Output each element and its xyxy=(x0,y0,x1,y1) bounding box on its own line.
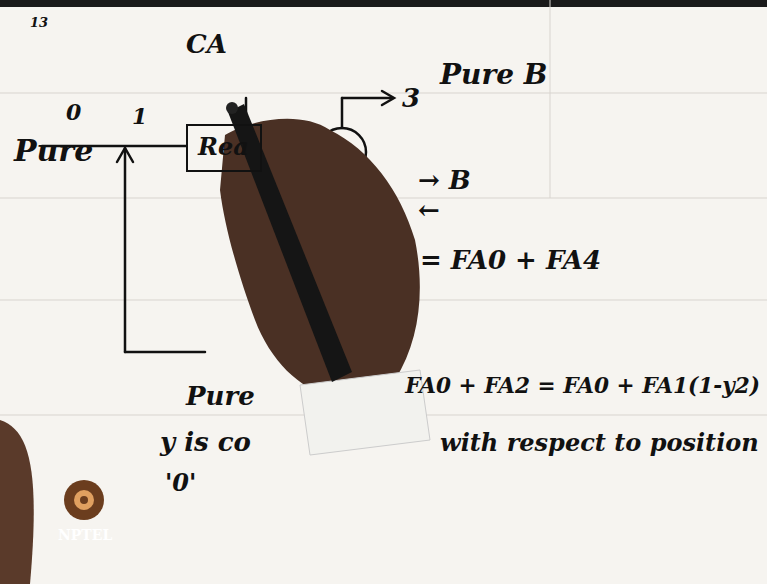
handwritten-note: Pure xyxy=(14,134,93,167)
handwritten-note: Pure B xyxy=(440,60,547,91)
handwritten-note: '0' xyxy=(165,470,196,496)
nptel-logo xyxy=(64,480,104,520)
presenter-hand xyxy=(0,119,430,584)
handwritten-note: CA xyxy=(186,30,227,59)
top-edge xyxy=(0,0,767,7)
node-text: Rea xyxy=(198,134,250,160)
handwritten-note: = FA0 + FA4 xyxy=(420,246,601,275)
handwritten-note: → B xyxy=(418,166,471,195)
handwritten-note: with respect to position xyxy=(440,430,759,456)
logo-text: NPTEL xyxy=(58,528,112,543)
handwritten-note: FA0 + FA2 = FA0 + FA1(1-y2) xyxy=(405,374,760,398)
handwritten-note: Pure xyxy=(186,382,255,411)
handwritten-note: y is co xyxy=(160,428,251,457)
ruled-lines xyxy=(0,0,767,415)
handwritten-note: 3 xyxy=(402,84,420,113)
handwritten-note: 0 xyxy=(66,100,81,124)
reactor-box: Rea xyxy=(186,124,262,172)
handwritten-note: 1 xyxy=(132,104,147,128)
handwritten-note: ← xyxy=(418,196,440,225)
page-number: 13 xyxy=(30,16,48,30)
